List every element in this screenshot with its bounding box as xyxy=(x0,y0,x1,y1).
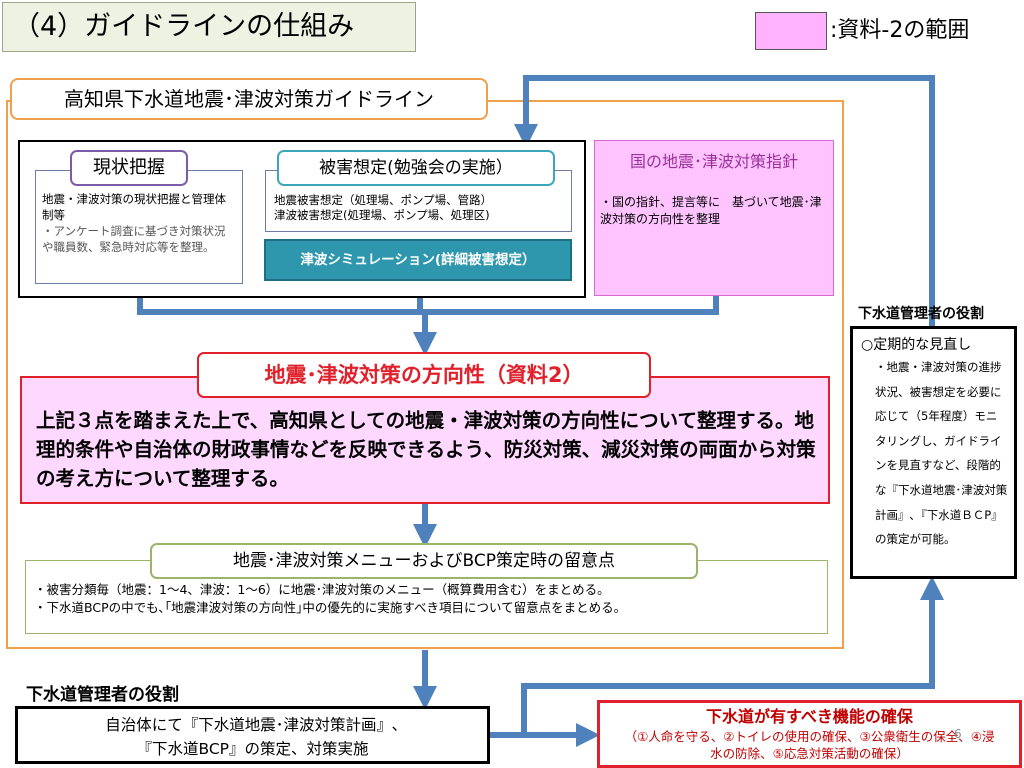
kino-line1: （①人命を守る、②トイレの使用の確保、③公衆衛生の保全、④浸 xyxy=(624,729,995,744)
menu-label: 地震･津波対策メニューおよびBCP策定時の留意点 xyxy=(150,543,698,579)
guideline-title: 高知県下水道地震･津波対策ガイドライン xyxy=(10,78,488,120)
higai-line2: 津波被害想定(処理場、ポンプ場、処理区) xyxy=(274,208,490,222)
hoko-box: 上記３点を踏まえた上で、高知県としての地震・津波対策の方向性について整理する。地… xyxy=(20,376,830,504)
menu-line2: ・下水道BCPの中でも､｢地震津波対策の方向性｣中の優先的に実施すべき項目につい… xyxy=(34,600,627,615)
hoko-text: 上記３点を踏まえた上で、高知県としての地震・津波対策の方向性について整理する。地… xyxy=(36,409,816,490)
page-number: 6 xyxy=(954,727,962,741)
menu-line1: ・被害分類毎（地震：1～4、津波：1～6）に地震･津波対策のメニュー（概算費用含… xyxy=(34,582,610,597)
tsunami-simulation-box: 津波シミュレーション(詳細被害想定） xyxy=(264,239,572,281)
role-right-box: ○定期的な見直し ・地震・津波対策の進捗状況、被害想定を必要に応じて（5年程度）… xyxy=(850,326,1017,579)
genjo-label: 現状把握 xyxy=(70,150,188,186)
legend-swatch xyxy=(755,12,827,50)
role-right-heading: ○定期的な見直し xyxy=(861,337,972,353)
role-right-label: 下水道管理者の役割 xyxy=(858,306,984,322)
higai-label: 被害想定(勉強会の実施） xyxy=(277,150,555,186)
role-bottom-line2: 『下水道BCP』の策定、対策実施 xyxy=(136,740,369,758)
role-bottom-label: 下水道管理者の役割 xyxy=(26,685,179,705)
page-title: （4）ガイドラインの仕組み xyxy=(2,2,416,52)
role-right-body: ・地震・津波対策の進捗状況、被害想定を必要に応じて（5年程度）モニタリングし、ガ… xyxy=(875,360,1008,547)
kino-box: 下水道が有すべき機能の確保 （①人命を守る、②トイレの使用の確保、③公衆衛生の保… xyxy=(597,700,1022,768)
kino-line2: 水の防除、⑤応急対策活動の確保） xyxy=(710,746,909,761)
kuni-text: ・国の指針、提言等に 基づいて地震･津波対策の方向性を整理 xyxy=(600,195,822,226)
role-bottom-line1: 自治体にて『下水道地震･津波対策計画』､ xyxy=(105,716,400,734)
higai-line1: 地震被害想定（処理場、ポンプ場、管路） xyxy=(274,193,493,207)
genjo-line1: 地震・津波対策の現状把握と管理体制等 xyxy=(42,192,226,222)
role-bottom-box: 自治体にて『下水道地震･津波対策計画』､ 『下水道BCP』の策定、対策実施 xyxy=(15,706,490,764)
legend-text: :資料-2の範囲 xyxy=(830,18,970,43)
kino-title: 下水道が有すべき機能の確保 xyxy=(706,707,913,726)
kuni-box xyxy=(594,140,834,296)
genjo-line2: ・アンケート調査に基づき対策状況や職員数、緊急時対応等を整理。 xyxy=(42,224,226,254)
genjo-box: 地震・津波対策の現状把握と管理体制等 ・アンケート調査に基づき対策状況や職員数、… xyxy=(35,170,243,284)
hoko-label: 地震･津波対策の方向性（資料2） xyxy=(197,352,651,398)
kuni-title: 国の地震･津波対策指針 xyxy=(629,152,798,171)
